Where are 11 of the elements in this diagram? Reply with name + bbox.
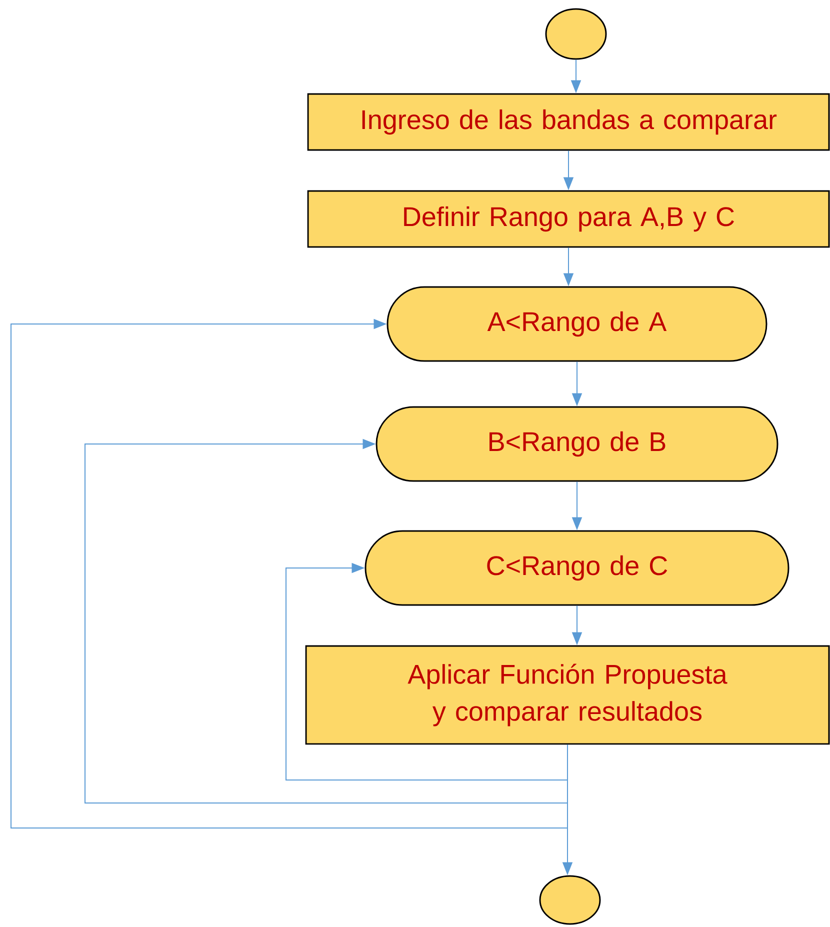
terminal-circle: [539, 875, 601, 925]
decision-stadium: C<Rango de C: [364, 530, 790, 606]
arrow: [84, 438, 568, 804]
decision-stadium: B<Rango de B: [376, 406, 778, 482]
arrow: [286, 562, 568, 780]
decision-stadium: A<Rango de A: [386, 286, 768, 362]
terminal-circle: [545, 8, 607, 60]
arrow: [10, 318, 568, 828]
process-box: Aplicar Función Propuesta y comparar resultados: [305, 645, 830, 745]
process-box: Ingreso de las bandas a comparar: [307, 93, 830, 151]
process-box: Definir Rango para A,B y C: [307, 190, 830, 248]
